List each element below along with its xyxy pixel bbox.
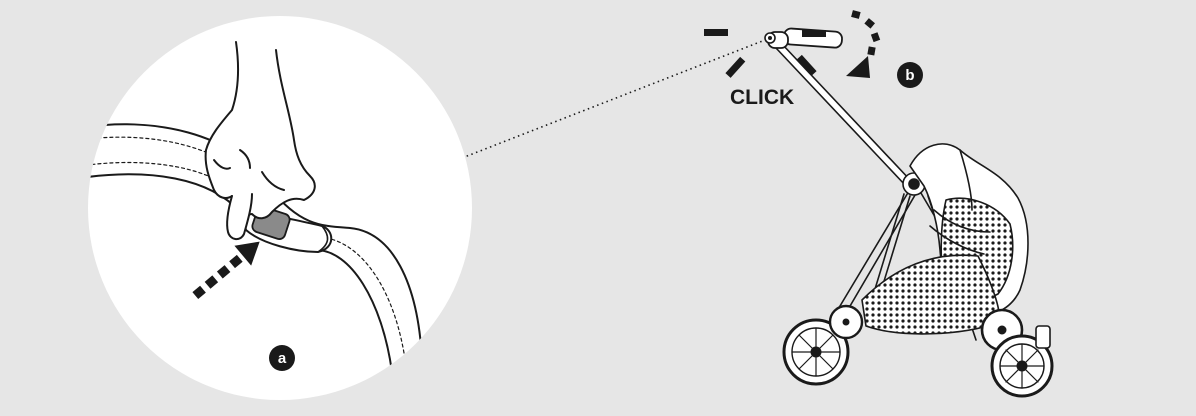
leader-line xyxy=(462,40,765,158)
motion-arrow-icon xyxy=(846,10,880,78)
step-b-label: b xyxy=(905,67,914,84)
stroller-basket xyxy=(862,255,1000,334)
front-wheel-left xyxy=(830,306,862,338)
step-a-badge: a xyxy=(269,345,295,371)
detail-circle: a xyxy=(80,16,472,400)
step-b-badge: b xyxy=(897,62,923,88)
step-a-label: a xyxy=(278,350,287,367)
click-label: CLICK xyxy=(730,86,794,109)
